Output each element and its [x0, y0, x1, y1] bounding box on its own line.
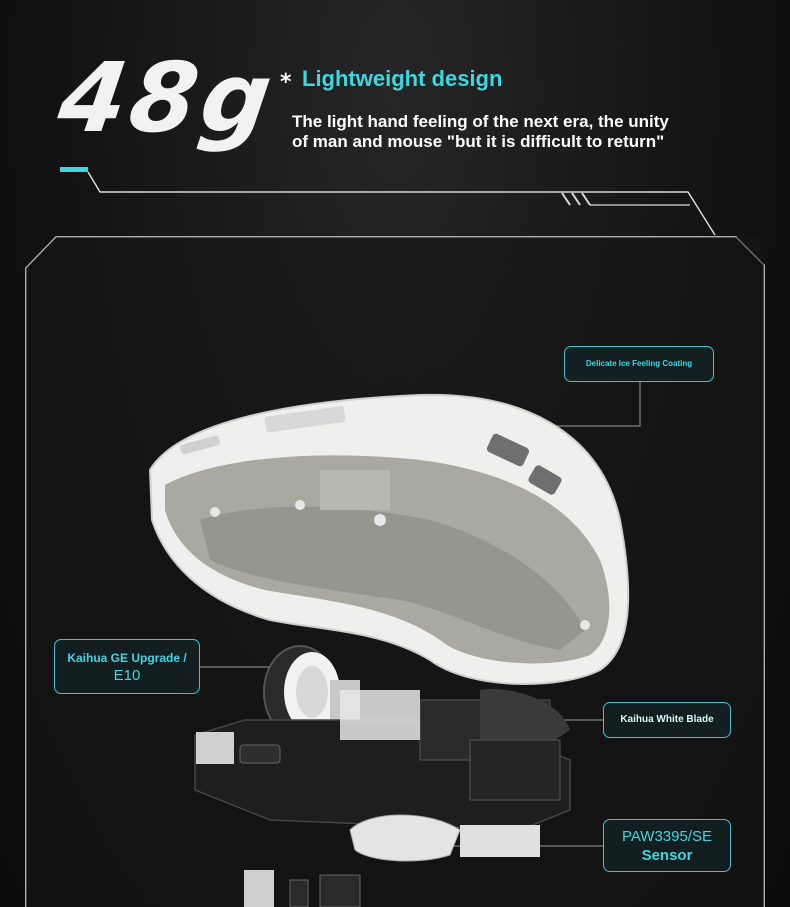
asterisk-mark: * — [280, 70, 292, 95]
accent-bar — [60, 167, 88, 172]
subline: The light hand feeling of the next era, … — [292, 112, 669, 152]
switch-label: Kaihua White Blade — [603, 702, 731, 738]
subline-line-1: The light hand feeling of the next era, … — [292, 112, 669, 131]
encoder-label-line-2: E10 — [113, 667, 141, 684]
weight-value: 48g — [52, 42, 283, 154]
sensor-label-line-2: Sensor — [641, 847, 693, 864]
sensor-label: PAW3395/SE Sensor — [603, 819, 731, 872]
coating-label: Delicate Ice Feeling Coating — [564, 346, 714, 382]
encoder-label: Kaihua GE Upgrade / E10 — [54, 639, 200, 694]
subline-line-2: of man and mouse "but it is difficult to… — [292, 132, 665, 151]
encoder-label-line-1: Kaihua GE Upgrade / — [67, 651, 187, 665]
sensor-label-line-1: PAW3395/SE — [621, 828, 713, 845]
headline: Lightweight design — [302, 66, 503, 91]
